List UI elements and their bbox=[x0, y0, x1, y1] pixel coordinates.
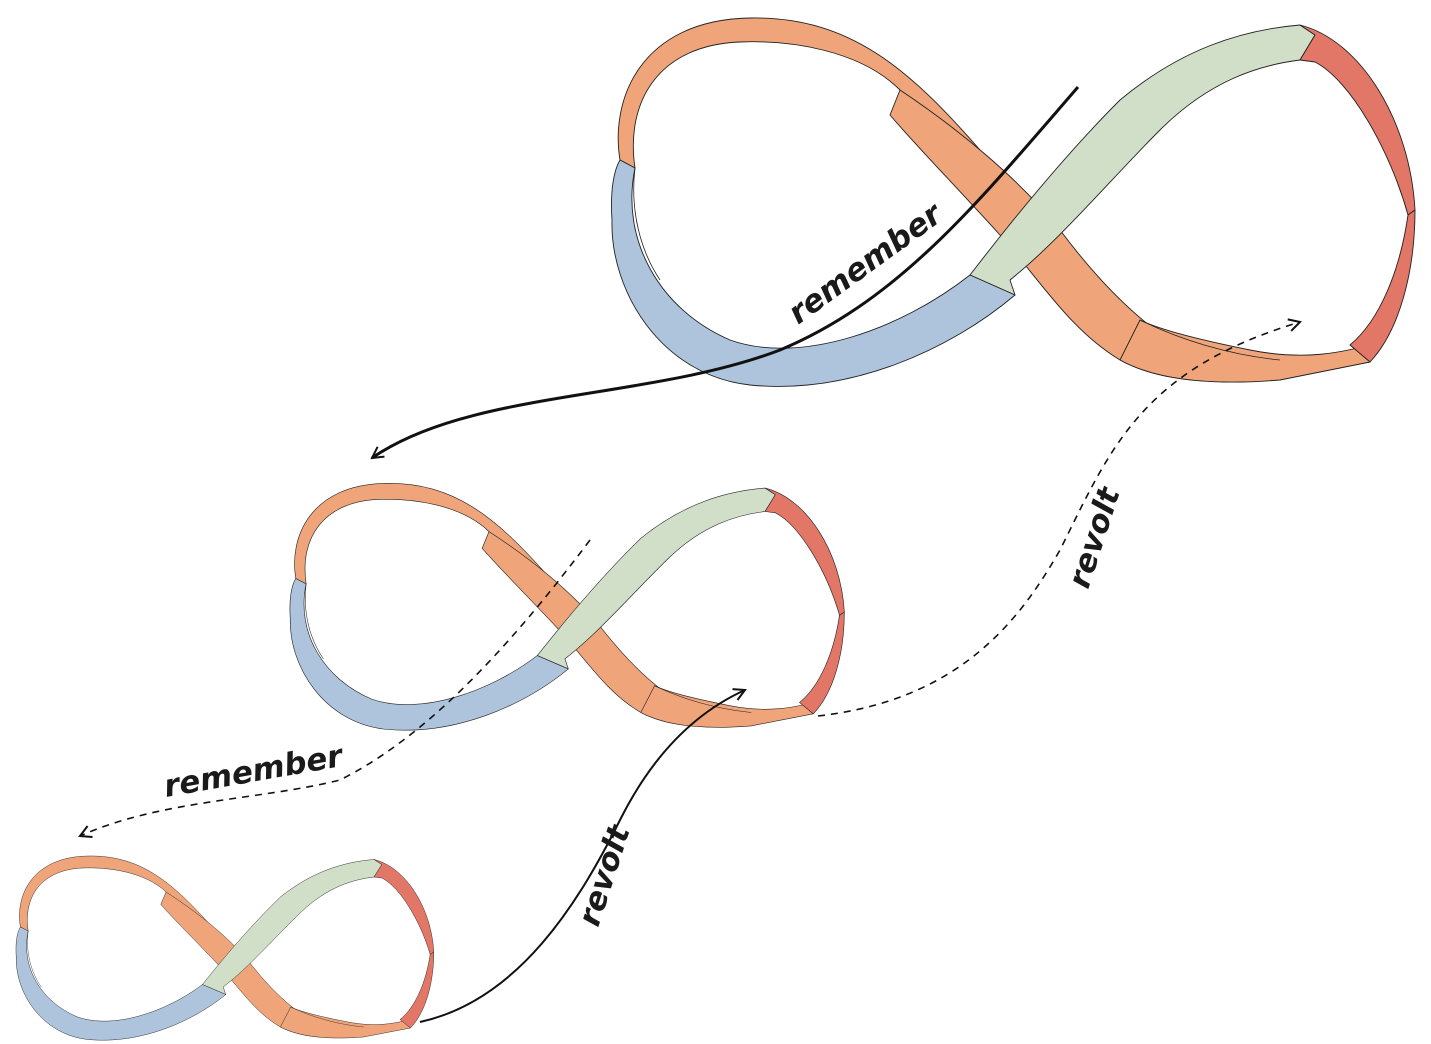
revolt-label-bottom: revolt bbox=[571, 820, 638, 930]
revolt-label-right: revolt bbox=[1061, 482, 1128, 592]
remember-arrow-top bbox=[372, 86, 1080, 460]
remember-label-mid: remember bbox=[161, 738, 347, 805]
revolt-arrow-right bbox=[817, 322, 1300, 717]
large-loop bbox=[611, 17, 1416, 387]
revolt-arrow-bottom bbox=[419, 690, 745, 1023]
medium-loop bbox=[289, 483, 845, 731]
remember-arrow-mid bbox=[80, 539, 591, 836]
small-loop bbox=[15, 855, 435, 1041]
